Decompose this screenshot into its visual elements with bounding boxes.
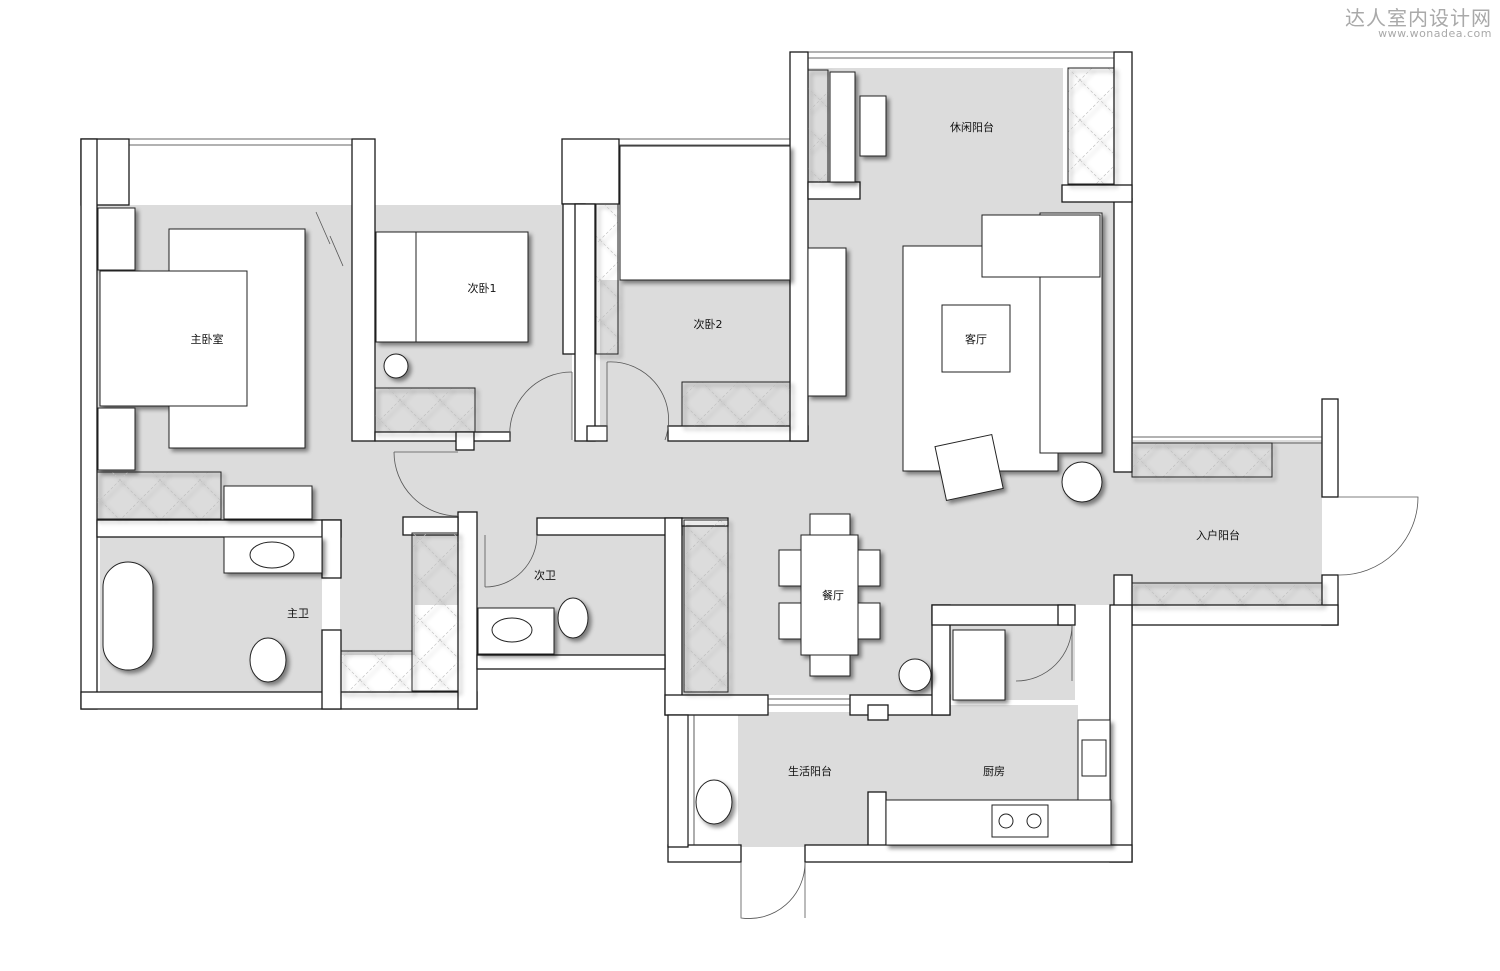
- fridge: [952, 629, 1006, 701]
- piano-bench: [859, 95, 887, 157]
- coffee-table: [941, 304, 1011, 373]
- doors: [315, 211, 1419, 919]
- dresser: [223, 485, 313, 520]
- room-labels: 主卧室 次卧1 次卧2 休闲阳台 客厅 入户阳台 餐厅 主卫 次卫 生活阳台 厨…: [191, 120, 1241, 778]
- walls: [80, 51, 1339, 863]
- bedroom1-wardrobe: [374, 387, 476, 433]
- nightstand-top: [97, 207, 136, 271]
- master-wardrobe: [96, 471, 222, 520]
- bedroom2-cabinet: [595, 203, 619, 355]
- label-service-balcony: 生活阳台: [788, 764, 832, 778]
- stool: [383, 353, 409, 379]
- nightstand-bottom: [97, 407, 136, 471]
- label-bedroom1: 次卧1: [468, 281, 497, 295]
- label-second-bath: 次卫: [534, 568, 556, 582]
- hall-cabinet: [411, 532, 459, 692]
- label-dining-room: 餐厅: [822, 588, 844, 602]
- armchair: [934, 433, 1004, 502]
- label-entry-balcony: 入户阳台: [1196, 528, 1240, 542]
- plant-dining: [898, 658, 932, 692]
- bedroom2-bed: [619, 145, 791, 281]
- label-bedroom2: 次卧2: [694, 317, 723, 331]
- dining-sideboard: [683, 519, 729, 693]
- watermark-url: www.wonadea.com: [1378, 27, 1492, 40]
- entry-cabinet-top: [1131, 442, 1273, 478]
- plant-living: [1061, 461, 1103, 503]
- label-kitchen: 厨房: [983, 765, 1005, 778]
- sink: [1081, 739, 1107, 777]
- label-master-bath: 主卫: [287, 607, 309, 620]
- label-leisure-balcony: 休闲阳台: [950, 120, 994, 134]
- furniture: [96, 67, 1323, 846]
- bedroom2-wardrobe: [681, 381, 791, 427]
- bathtub: [102, 561, 154, 671]
- label-living-room: 客厅: [965, 332, 987, 346]
- entry-cabinet-bottom: [1131, 582, 1323, 606]
- label-master-bedroom: 主卧室: [191, 332, 224, 346]
- tv-cabinet: [807, 247, 847, 397]
- hall-cabinet-2: [340, 650, 413, 693]
- balcony-cabinet-right: [1067, 67, 1115, 185]
- sofa-side: [981, 214, 1101, 278]
- master-toilet: [249, 637, 287, 683]
- piano: [829, 71, 856, 183]
- watermark-title: 达人室内设计网: [1345, 6, 1492, 30]
- balcony-cabinet-left: [807, 69, 829, 183]
- second-toilet: [557, 597, 589, 639]
- wash-basin: [695, 779, 733, 825]
